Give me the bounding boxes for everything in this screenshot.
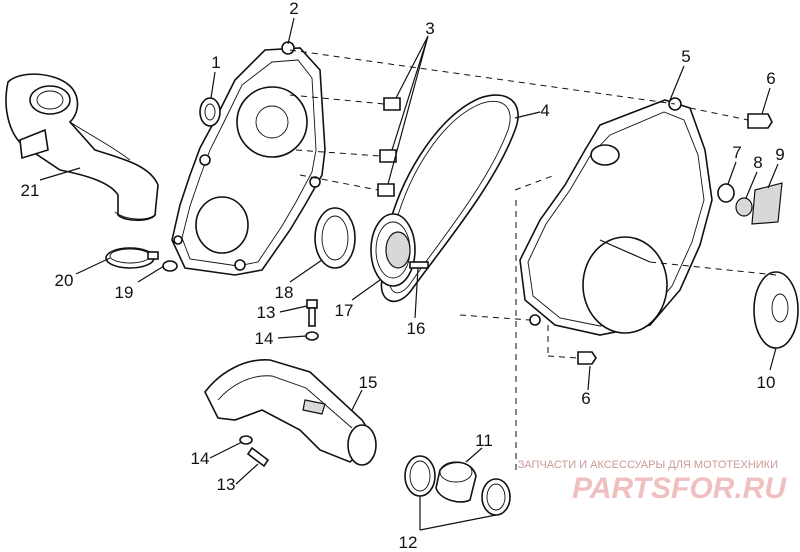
- clamp-part-20: [105, 247, 159, 269]
- callout-9: 9: [775, 145, 784, 164]
- callout-21: 21: [21, 181, 40, 200]
- label-part-9: [751, 182, 783, 225]
- callout-1: 1: [211, 53, 220, 72]
- callout-7: 7: [732, 143, 741, 162]
- outer-cover-part-5: [519, 97, 713, 336]
- leader-lines: [39, 17, 779, 531]
- callout-13-bottom: 13: [217, 475, 236, 494]
- callout-13-top: 13: [257, 303, 276, 322]
- pulley-part-17: [370, 213, 416, 287]
- watermark-tagline: ЗАПЧАСТИ И АКСЕССУАРЫ ДЛЯ МОТОТЕХНИКИ: [518, 459, 778, 471]
- plug-part-8: [735, 197, 753, 217]
- callout-4: 4: [540, 101, 549, 120]
- callout-3: 3: [425, 19, 434, 38]
- boot-part-11: [435, 461, 477, 503]
- watermark-brand: PARTSFOR.RU: [572, 472, 787, 505]
- watermark: ЗАПЧАСТИ И АКСЕССУАРЫ ДЛЯ МОТОТЕХНИКИ PA…: [518, 459, 788, 505]
- bolt-part-13-top: [306, 299, 318, 327]
- callout-18: 18: [275, 283, 294, 302]
- callout-14-bottom: 14: [191, 449, 210, 468]
- screw-part-6-bottom: [577, 351, 597, 365]
- callout-16: 16: [407, 319, 426, 338]
- callout-10: 10: [757, 373, 776, 392]
- callout-20: 20: [55, 271, 74, 290]
- washer-part-14-bottom: [239, 435, 253, 445]
- callout-14-top: 14: [255, 329, 274, 348]
- intake-duct-part-21: [5, 73, 159, 222]
- bolts-part-3: [289, 94, 401, 197]
- duct-part-15: [204, 359, 377, 466]
- callout-2: 2: [289, 0, 298, 18]
- seal-part-1: [199, 97, 221, 127]
- seal-part-18: [314, 207, 356, 269]
- assembly-lines: [289, 49, 777, 470]
- callout-6-bottom: 6: [581, 389, 590, 408]
- callout-5: 5: [681, 47, 690, 66]
- bolt-part-13-bottom: [246, 446, 270, 468]
- bushing-part-19: [162, 260, 178, 272]
- callout-8: 8: [753, 153, 762, 172]
- screw-part-16: [409, 261, 429, 269]
- washer-part-14-top: [305, 331, 319, 341]
- callout-6-top: 6: [766, 69, 775, 88]
- washer-part-7: [717, 183, 735, 203]
- callout-17: 17: [335, 301, 354, 320]
- screw-part-6-top: [747, 113, 773, 129]
- callout-labels: 2 1 3 4 5 6 7 8 9 10 6 11 12 13 14 14 13…: [21, 0, 785, 552]
- callout-12: 12: [399, 533, 418, 552]
- inner-cover-part-2: [171, 41, 326, 276]
- callout-19: 19: [115, 283, 134, 302]
- clamps-part-12: [404, 455, 511, 516]
- gasket-part-10: [753, 271, 799, 349]
- callout-11: 11: [475, 431, 493, 450]
- callout-15: 15: [359, 373, 378, 392]
